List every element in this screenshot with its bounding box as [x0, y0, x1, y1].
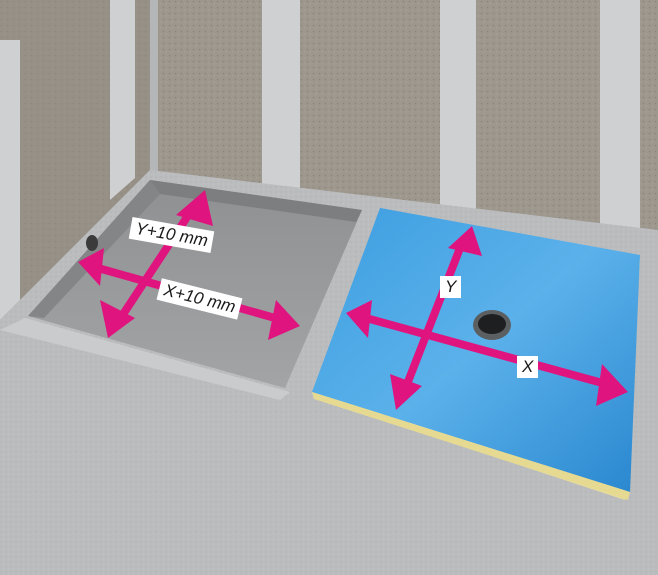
board-x-dimension-label: X — [517, 356, 538, 378]
pipe-opening — [86, 235, 98, 251]
floor-drain-icon — [473, 310, 511, 340]
board-y-dimension-label: Y — [440, 276, 461, 298]
